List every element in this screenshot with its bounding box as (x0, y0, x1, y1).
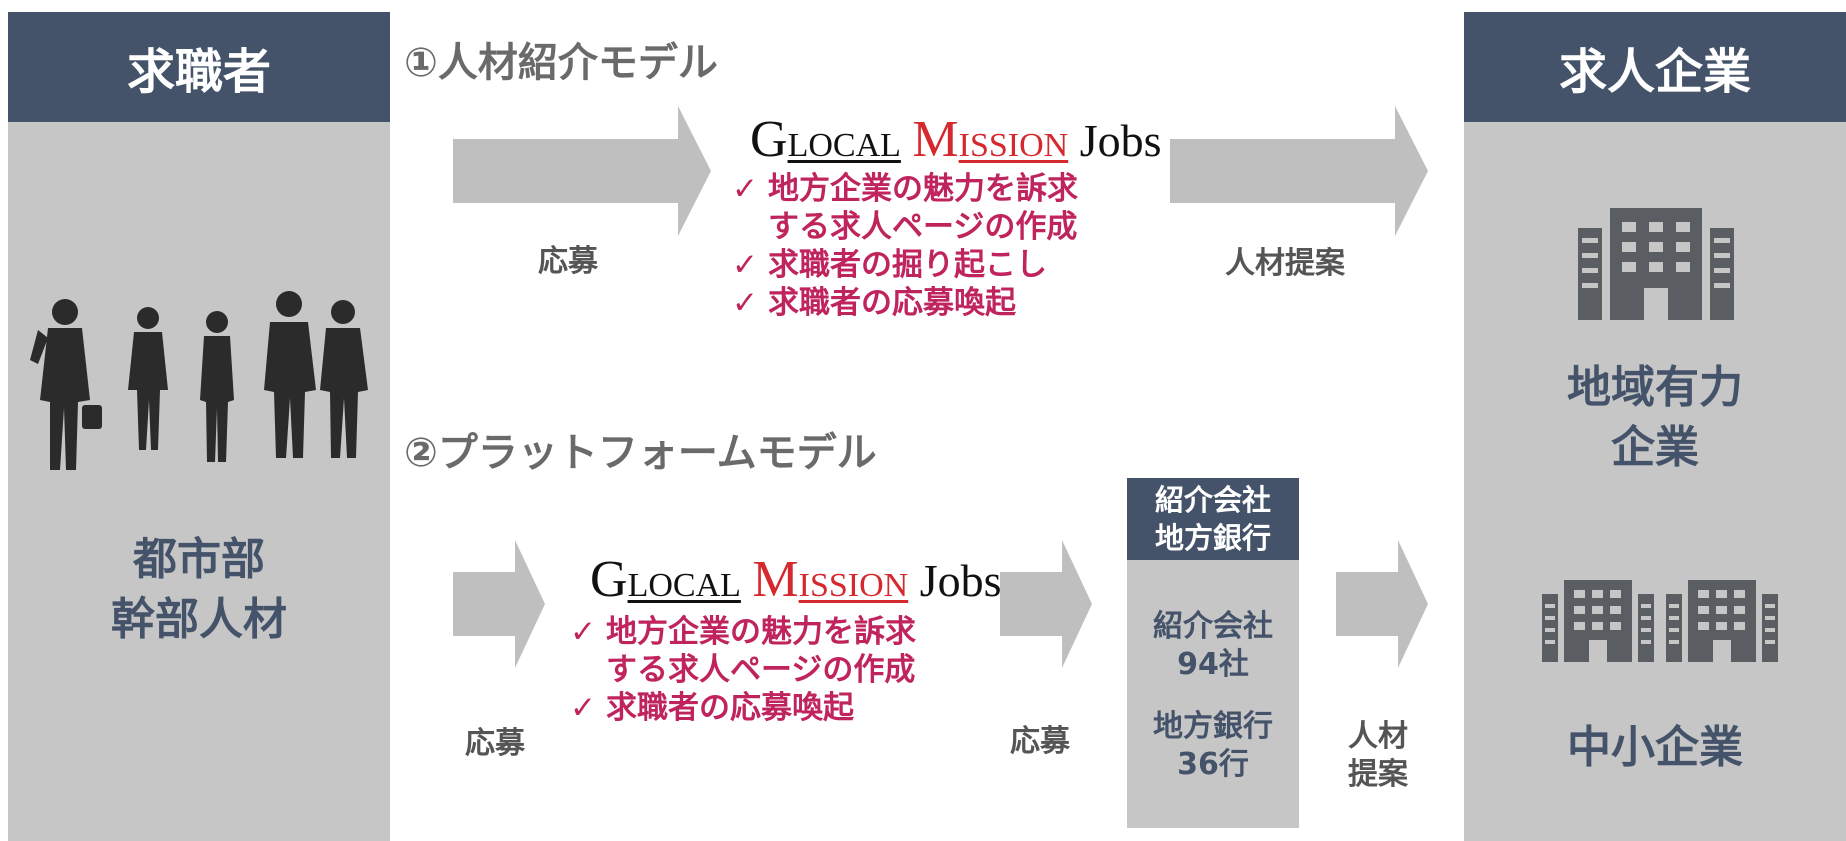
job-seeker-label: 都市部 幹部人材 (8, 530, 390, 650)
model2-feature-list: ✓ 地方企業の魅力を訴求 する求人ページの作成 ✓ 求職者の応募喚起 (570, 613, 916, 727)
logo-local: LOCAL (787, 127, 901, 164)
model2-apply-label: 応募 (465, 726, 525, 761)
logo-ission: ISSION (958, 127, 1069, 164)
feature-item: 求職者の応募喚起 (768, 285, 1016, 321)
label-line-2: 企業 (1611, 422, 1699, 473)
model1-title: ①人材紹介モデル (404, 40, 718, 86)
feature-item: 地方企業の魅力を訴求 (768, 171, 1078, 207)
check-icon: ✓ (732, 285, 758, 321)
model2-apply-label-2: 応募 (1010, 724, 1070, 759)
feature-item-cont: する求人ページの作成 (768, 209, 1078, 245)
check-icon: ✓ (732, 247, 758, 283)
logo-g: G (750, 111, 788, 168)
bank-count: 地方銀行 36行 (1127, 708, 1299, 784)
check-icon: ✓ (570, 690, 596, 726)
model1-apply-label: 応募 (538, 244, 598, 279)
model2-propose-label: 人材 提案 (1348, 718, 1408, 794)
sme-label: 中小企業 (1567, 722, 1743, 773)
partner-header: 紹介会社 地方銀行 (1127, 478, 1299, 560)
propose-line-1: 人材 (1348, 719, 1408, 754)
check-icon: ✓ (570, 614, 596, 650)
logo-ission: ISSION (798, 567, 909, 604)
model2-glocal-mission-jobs-logo: GLOCAL MISSION Jobs (590, 550, 1002, 609)
feature-item: 地方企業の魅力を訴求 (606, 614, 916, 650)
label-line-2: 幹部人材 (111, 594, 287, 645)
check-icon: ✓ (732, 171, 758, 207)
model2-apply-arrow (453, 540, 545, 668)
model2-apply-arrow-2 (1000, 540, 1092, 668)
feature-item: 求職者の掘り起こし (768, 247, 1047, 283)
logo-g: G (590, 551, 628, 608)
propose-line-2: 提案 (1348, 757, 1408, 792)
hiring-company-panel (1464, 12, 1846, 841)
model2-propose-arrow (1336, 540, 1428, 668)
stat-line-2: 36行 (1177, 747, 1249, 782)
hiring-company-header: 求人企業 (1464, 12, 1846, 122)
feature-item: 求職者の応募喚起 (606, 690, 854, 726)
model1-apply-arrow (453, 106, 711, 236)
label-line-1: 地域有力 (1567, 362, 1743, 413)
job-seeker-header: 求職者 (8, 12, 390, 122)
logo-jobs: Jobs (1079, 115, 1162, 166)
model1-feature-list: ✓ 地方企業の魅力を訴求 する求人ページの作成 ✓ 求職者の掘り起こし ✓ 求職者の応… (732, 170, 1078, 322)
feature-item-cont: する求人ページの作成 (606, 652, 916, 688)
logo-m: M (912, 111, 959, 168)
model1-propose-arrow (1170, 106, 1428, 236)
stat-line-1: 紹介会社 (1153, 609, 1273, 644)
logo-m: M (752, 551, 799, 608)
stat-line-1: 地方銀行 (1153, 709, 1273, 744)
label-line-1: 都市部 (133, 534, 265, 585)
header-line-1: 紹介会社 (1154, 483, 1271, 517)
regional-company-label: 地域有力 企業 (1464, 358, 1846, 478)
logo-jobs: Jobs (919, 555, 1002, 606)
model1-propose-label: 人材提案 (1225, 246, 1345, 281)
stat-line-2: 94社 (1177, 647, 1249, 682)
model2-title: ②プラットフォームモデル (404, 430, 877, 476)
model1-glocal-mission-jobs-logo: GLOCAL MISSION Jobs (750, 110, 1162, 169)
agency-count: 紹介会社 94社 (1127, 608, 1299, 684)
business-people-silhouette-icon (30, 291, 368, 470)
logo-local: LOCAL (627, 567, 741, 604)
small-buildings-icon (1542, 580, 1778, 662)
header-line-2: 地方銀行 (1154, 521, 1271, 555)
building-icon (1578, 208, 1734, 320)
